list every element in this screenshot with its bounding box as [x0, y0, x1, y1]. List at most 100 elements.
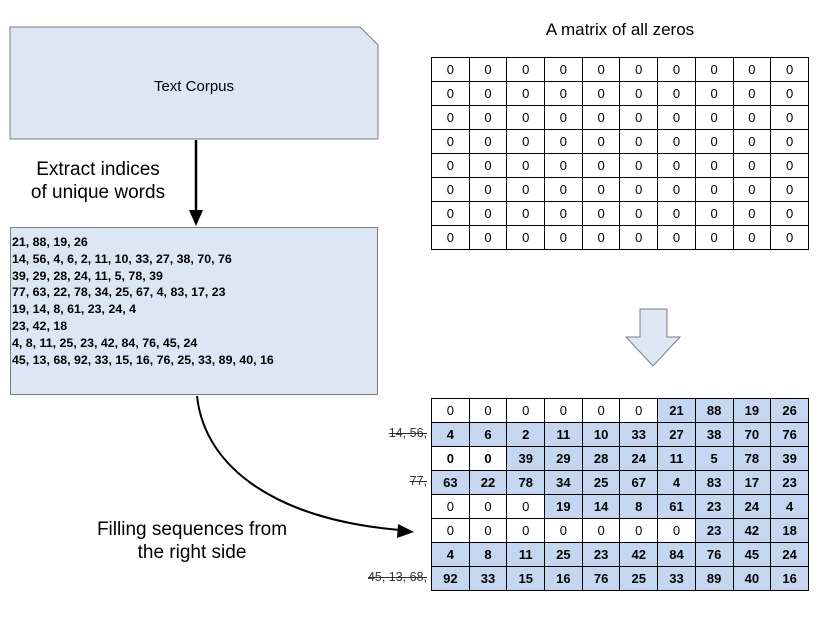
matrix-cell: 0	[657, 201, 696, 226]
matrix-cell: 0	[468, 225, 508, 250]
matrix-cell: 0	[468, 201, 508, 226]
matrix-cell: 0	[770, 177, 809, 202]
matrix-cell: 0	[544, 201, 583, 226]
matrix-cell: 0	[506, 225, 546, 250]
matrix-cell: 70	[732, 422, 772, 447]
matrix-cell: 0	[431, 494, 470, 519]
matrix-cell: 0	[506, 129, 546, 154]
matrix-cell: 21	[657, 398, 696, 423]
matrix-cell: 0	[619, 201, 659, 226]
matrix-cell: 11	[506, 542, 546, 567]
matrix-cell: 0	[544, 129, 583, 154]
matrix-cell: 0	[544, 153, 583, 178]
matrix-cell: 0	[506, 153, 546, 178]
matrix-cell: 67	[619, 470, 659, 495]
matrix-cell: 0	[657, 225, 696, 250]
matrix-cell: 0	[732, 225, 772, 250]
matrix-cell: 0	[657, 81, 696, 106]
matrix-cell: 33	[468, 566, 508, 591]
matrix-cell: 76	[770, 422, 809, 447]
matrix-cell: 89	[694, 566, 734, 591]
matrix-cell: 0	[544, 105, 583, 130]
sequence-line: 39, 29, 28, 24, 11, 5, 78, 39	[12, 268, 163, 283]
matrix-cell: 0	[468, 446, 508, 471]
matrix-cell: 0	[619, 153, 659, 178]
matrix-cell: 0	[581, 129, 621, 154]
filling-step-line-2: the right side	[137, 542, 247, 563]
sequence-line: 77, 63, 22, 78, 34, 25, 67, 4, 83, 17, 2…	[12, 285, 226, 300]
matrix-cell: 29	[544, 446, 583, 471]
matrix-cell: 78	[506, 470, 546, 495]
matrix-cell: 0	[581, 105, 621, 130]
matrix-cell: 16	[544, 566, 583, 591]
matrix-cell: 0	[431, 177, 470, 202]
matrix-cell: 40	[732, 566, 772, 591]
matrix-cell: 8	[468, 542, 508, 567]
matrix-cell: 18	[770, 518, 809, 543]
sequence-line: 14, 56, 4, 6, 2, 11, 10, 33, 27, 38, 70,…	[12, 251, 232, 266]
matrix-cell: 0	[619, 129, 659, 154]
matrix-cell: 0	[468, 57, 508, 82]
matrix-cell: 76	[581, 566, 621, 591]
matrix-cell: 0	[468, 81, 508, 106]
matrix-cell: 0	[544, 177, 583, 202]
matrix-cell: 0	[770, 129, 809, 154]
sequence-line: 19, 14, 8, 61, 23, 24, 4	[12, 302, 137, 317]
matrix-cell: 11	[657, 446, 696, 471]
matrix-cell: 0	[506, 105, 546, 130]
matrix-cell: 0	[694, 225, 734, 250]
matrix-cell: 0	[581, 81, 621, 106]
matrix-cell: 0	[506, 518, 546, 543]
matrix-cell: 0	[657, 105, 696, 130]
matrix-cell: 33	[657, 566, 696, 591]
matrix-cell: 39	[506, 446, 546, 471]
down-block-arrow	[624, 308, 682, 367]
matrix-cell: 0	[468, 153, 508, 178]
extract-step-label: Extract indices of unique words	[18, 158, 178, 204]
matrix-cell: 4	[770, 494, 809, 519]
matrix-cell: 0	[694, 57, 734, 82]
matrix-cell: 19	[732, 398, 772, 423]
matrix-cell: 4	[431, 422, 470, 447]
matrix-cell: 0	[657, 177, 696, 202]
matrix-cell: 0	[544, 225, 583, 250]
truncated-prefix: 45, 13, 68,	[367, 570, 427, 584]
matrix-cell: 0	[581, 177, 621, 202]
matrix-cell: 23	[770, 470, 809, 495]
matrix-cell: 0	[506, 81, 546, 106]
matrix-cell: 0	[544, 518, 583, 543]
matrix-cell: 4	[431, 542, 470, 567]
matrix-cell: 0	[506, 494, 546, 519]
matrix-cell: 0	[732, 177, 772, 202]
matrix-cell: 0	[657, 57, 696, 82]
matrix-cell: 23	[694, 518, 734, 543]
extract-arrow-head	[189, 210, 203, 226]
matrix-cell: 0	[619, 57, 659, 82]
filling-arrow-curve	[196, 395, 401, 531]
matrix-cell: 38	[694, 422, 734, 447]
matrix-cell: 33	[619, 422, 659, 447]
matrix-cell: 0	[732, 105, 772, 130]
matrix-cell: 0	[506, 398, 546, 423]
matrix-cell: 0	[732, 81, 772, 106]
matrix-cell: 0	[431, 398, 470, 423]
matrix-cell: 0	[619, 177, 659, 202]
matrix-cell: 0	[732, 57, 772, 82]
matrix-cell: 0	[657, 129, 696, 154]
filling-step-label: Filling sequences from the right side	[62, 518, 322, 564]
matrix-cell: 42	[732, 518, 772, 543]
matrix-cell: 0	[657, 518, 696, 543]
matrix-cell: 22	[468, 470, 508, 495]
matrix-cell: 42	[619, 542, 659, 567]
matrix-cell: 0	[694, 105, 734, 130]
matrix-cell: 0	[770, 225, 809, 250]
